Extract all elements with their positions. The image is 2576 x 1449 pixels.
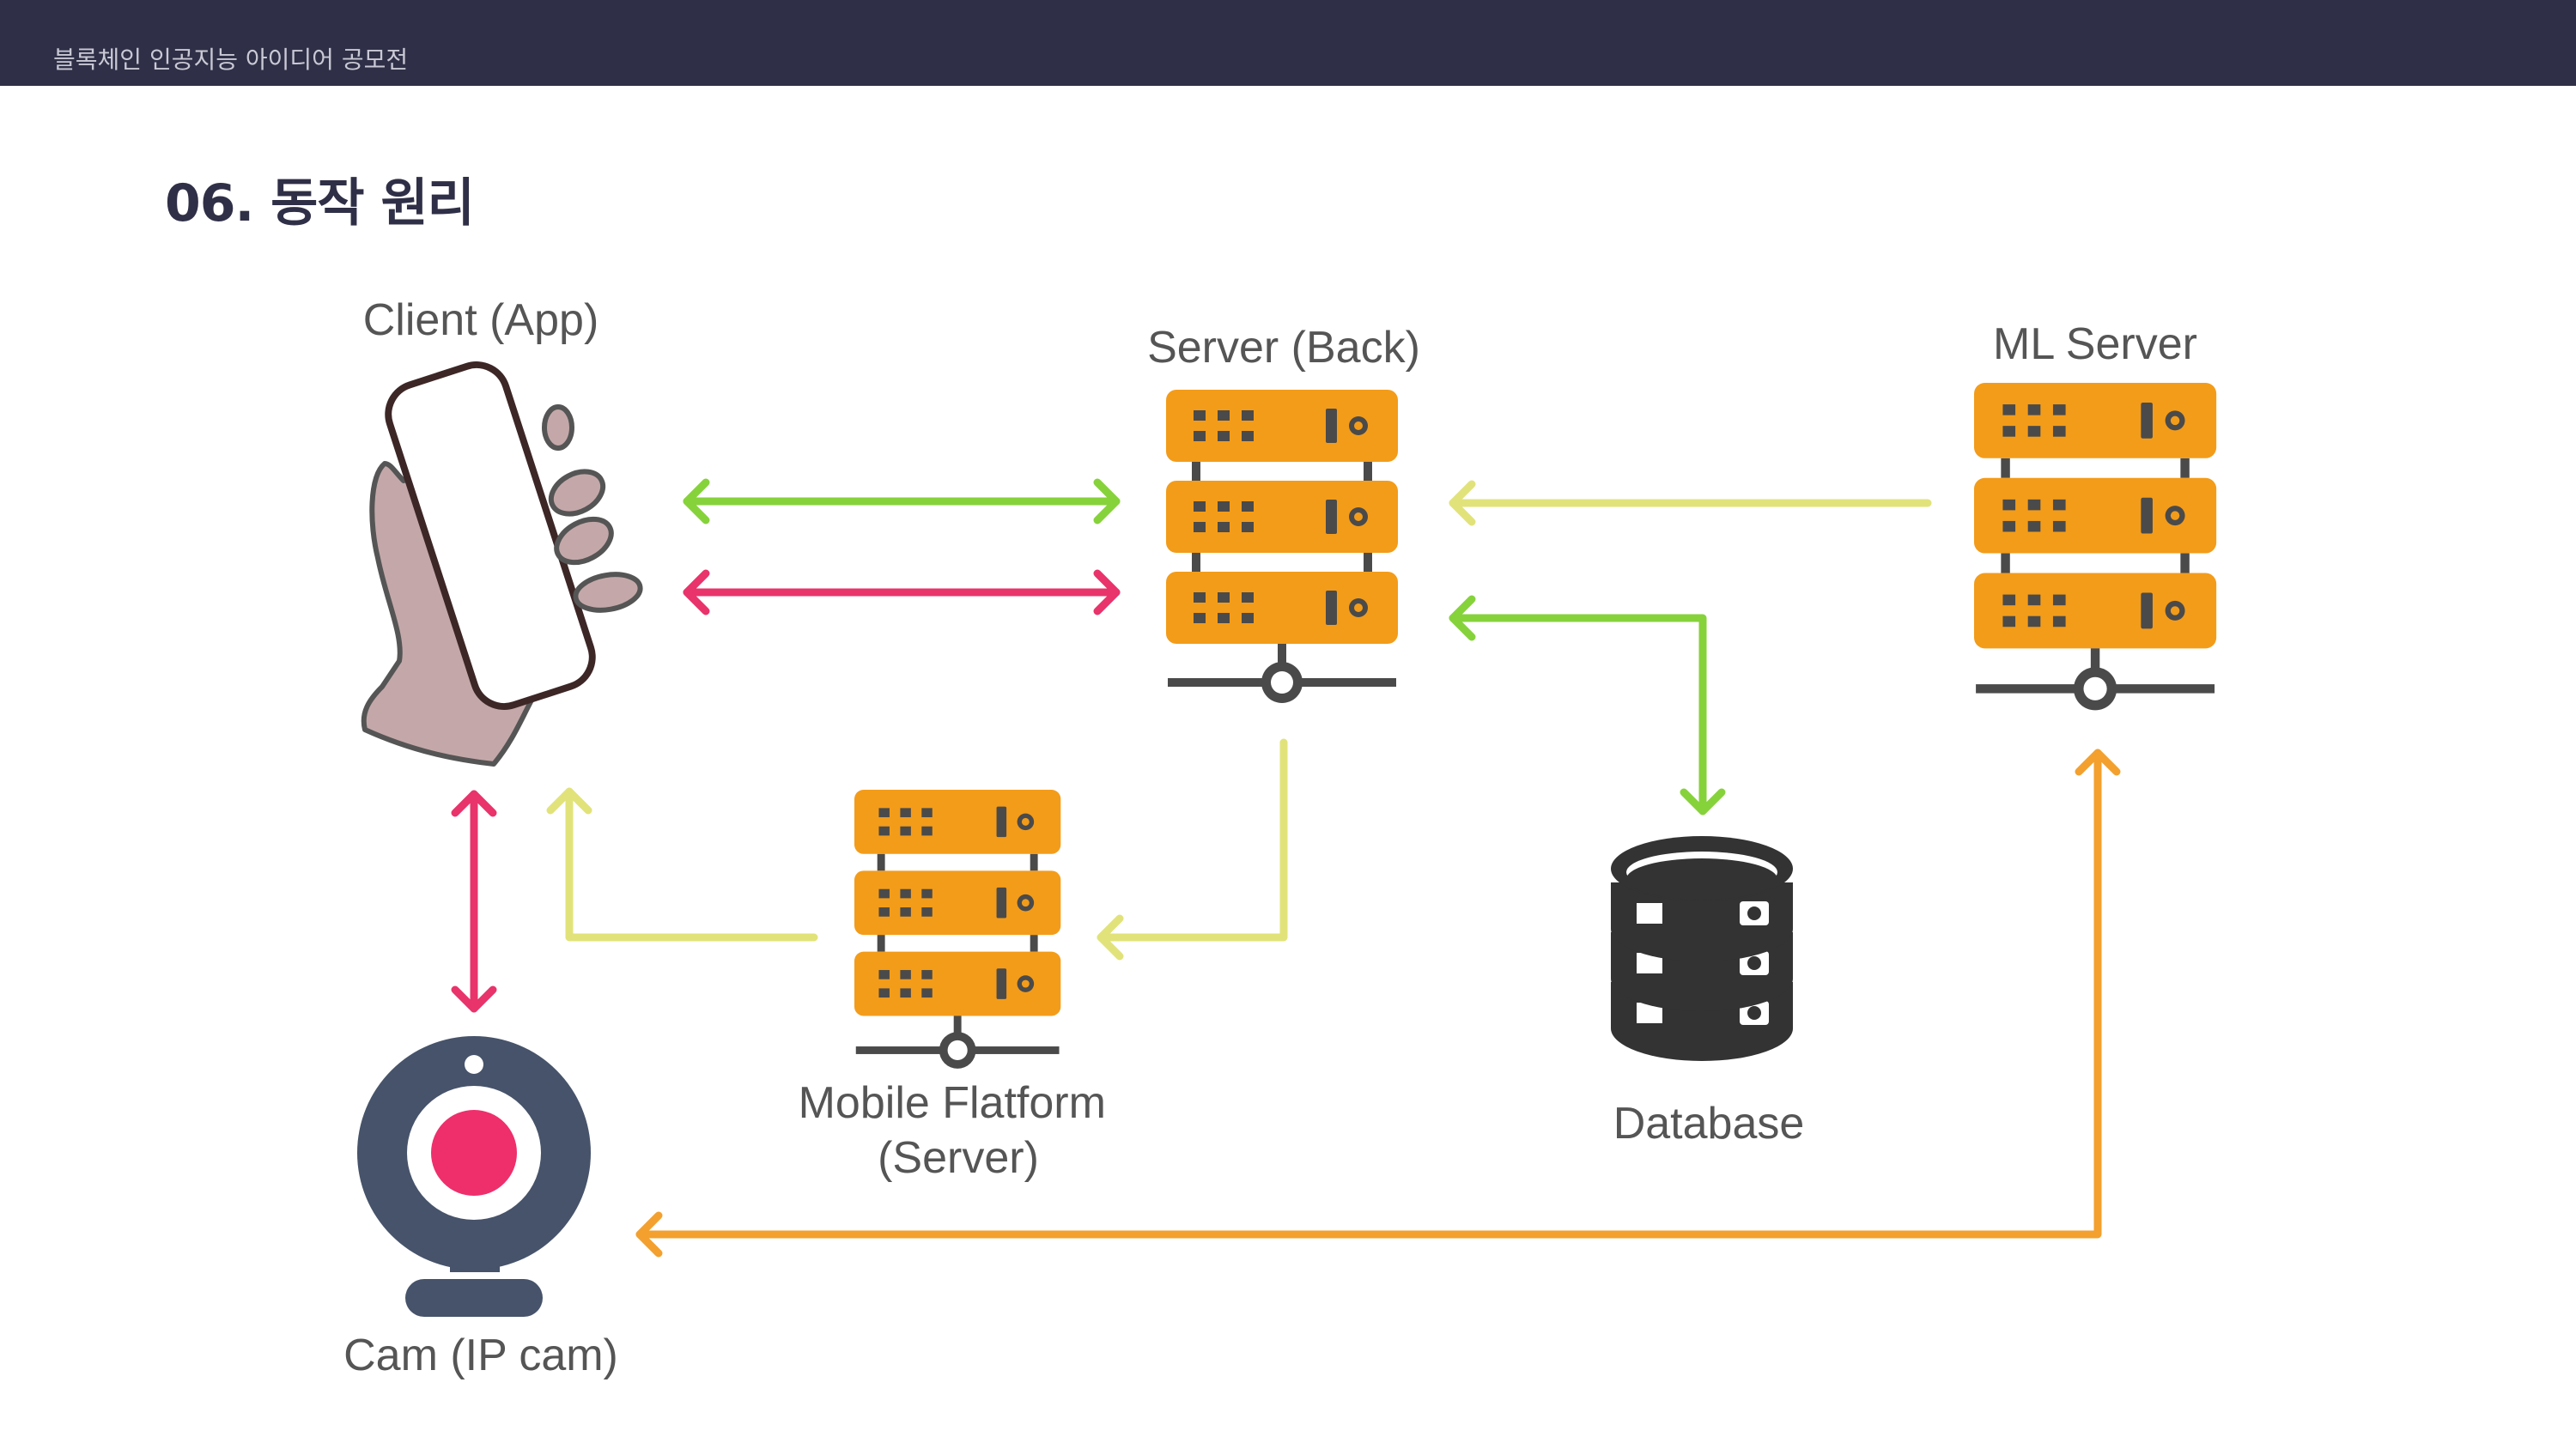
arrow-mobile-platform-to-client (546, 787, 818, 942)
cam-label: Cam (IP cam) (343, 1331, 618, 1380)
ml-server-icon (1974, 383, 2216, 710)
phone-in-hand-icon (361, 361, 643, 767)
arrow-cam-ml-server (635, 749, 2121, 1258)
mobile-platform-server-icon (854, 790, 1060, 1069)
database-label: Database (1613, 1099, 1805, 1149)
webcam-icon (357, 1036, 591, 1317)
header-title: 블록체인 인공지능 아이디어 공모전 (53, 45, 409, 74)
mobile-platform-label-line1: Mobile Flatform (799, 1078, 1106, 1128)
mobile-platform-label-line2: (Server) (878, 1133, 1039, 1183)
server-back-label: Server (Back) (1147, 323, 1420, 373)
arrow-ml-to-server (1449, 480, 1932, 526)
arrow-client-server-green (683, 478, 1121, 524)
ml-server-label: ML Server (1993, 319, 2197, 369)
client-label: Client (App) (363, 295, 599, 345)
page-title: 06. 동작 원리 (165, 173, 475, 233)
server-back-icon (1166, 390, 1398, 703)
arrow-server-to-mobile-platform (1097, 738, 1288, 961)
mobile-platform-label: Mobile Flatform (Server) (799, 1078, 1119, 1183)
header-bar: 블록체인 인공지능 아이디어 공모전 (0, 0, 2576, 86)
arrow-client-cam (451, 790, 497, 1013)
database-icon (1611, 836, 1793, 1061)
arrow-client-server-pink (683, 569, 1121, 615)
arrow-server-database (1449, 595, 1726, 815)
